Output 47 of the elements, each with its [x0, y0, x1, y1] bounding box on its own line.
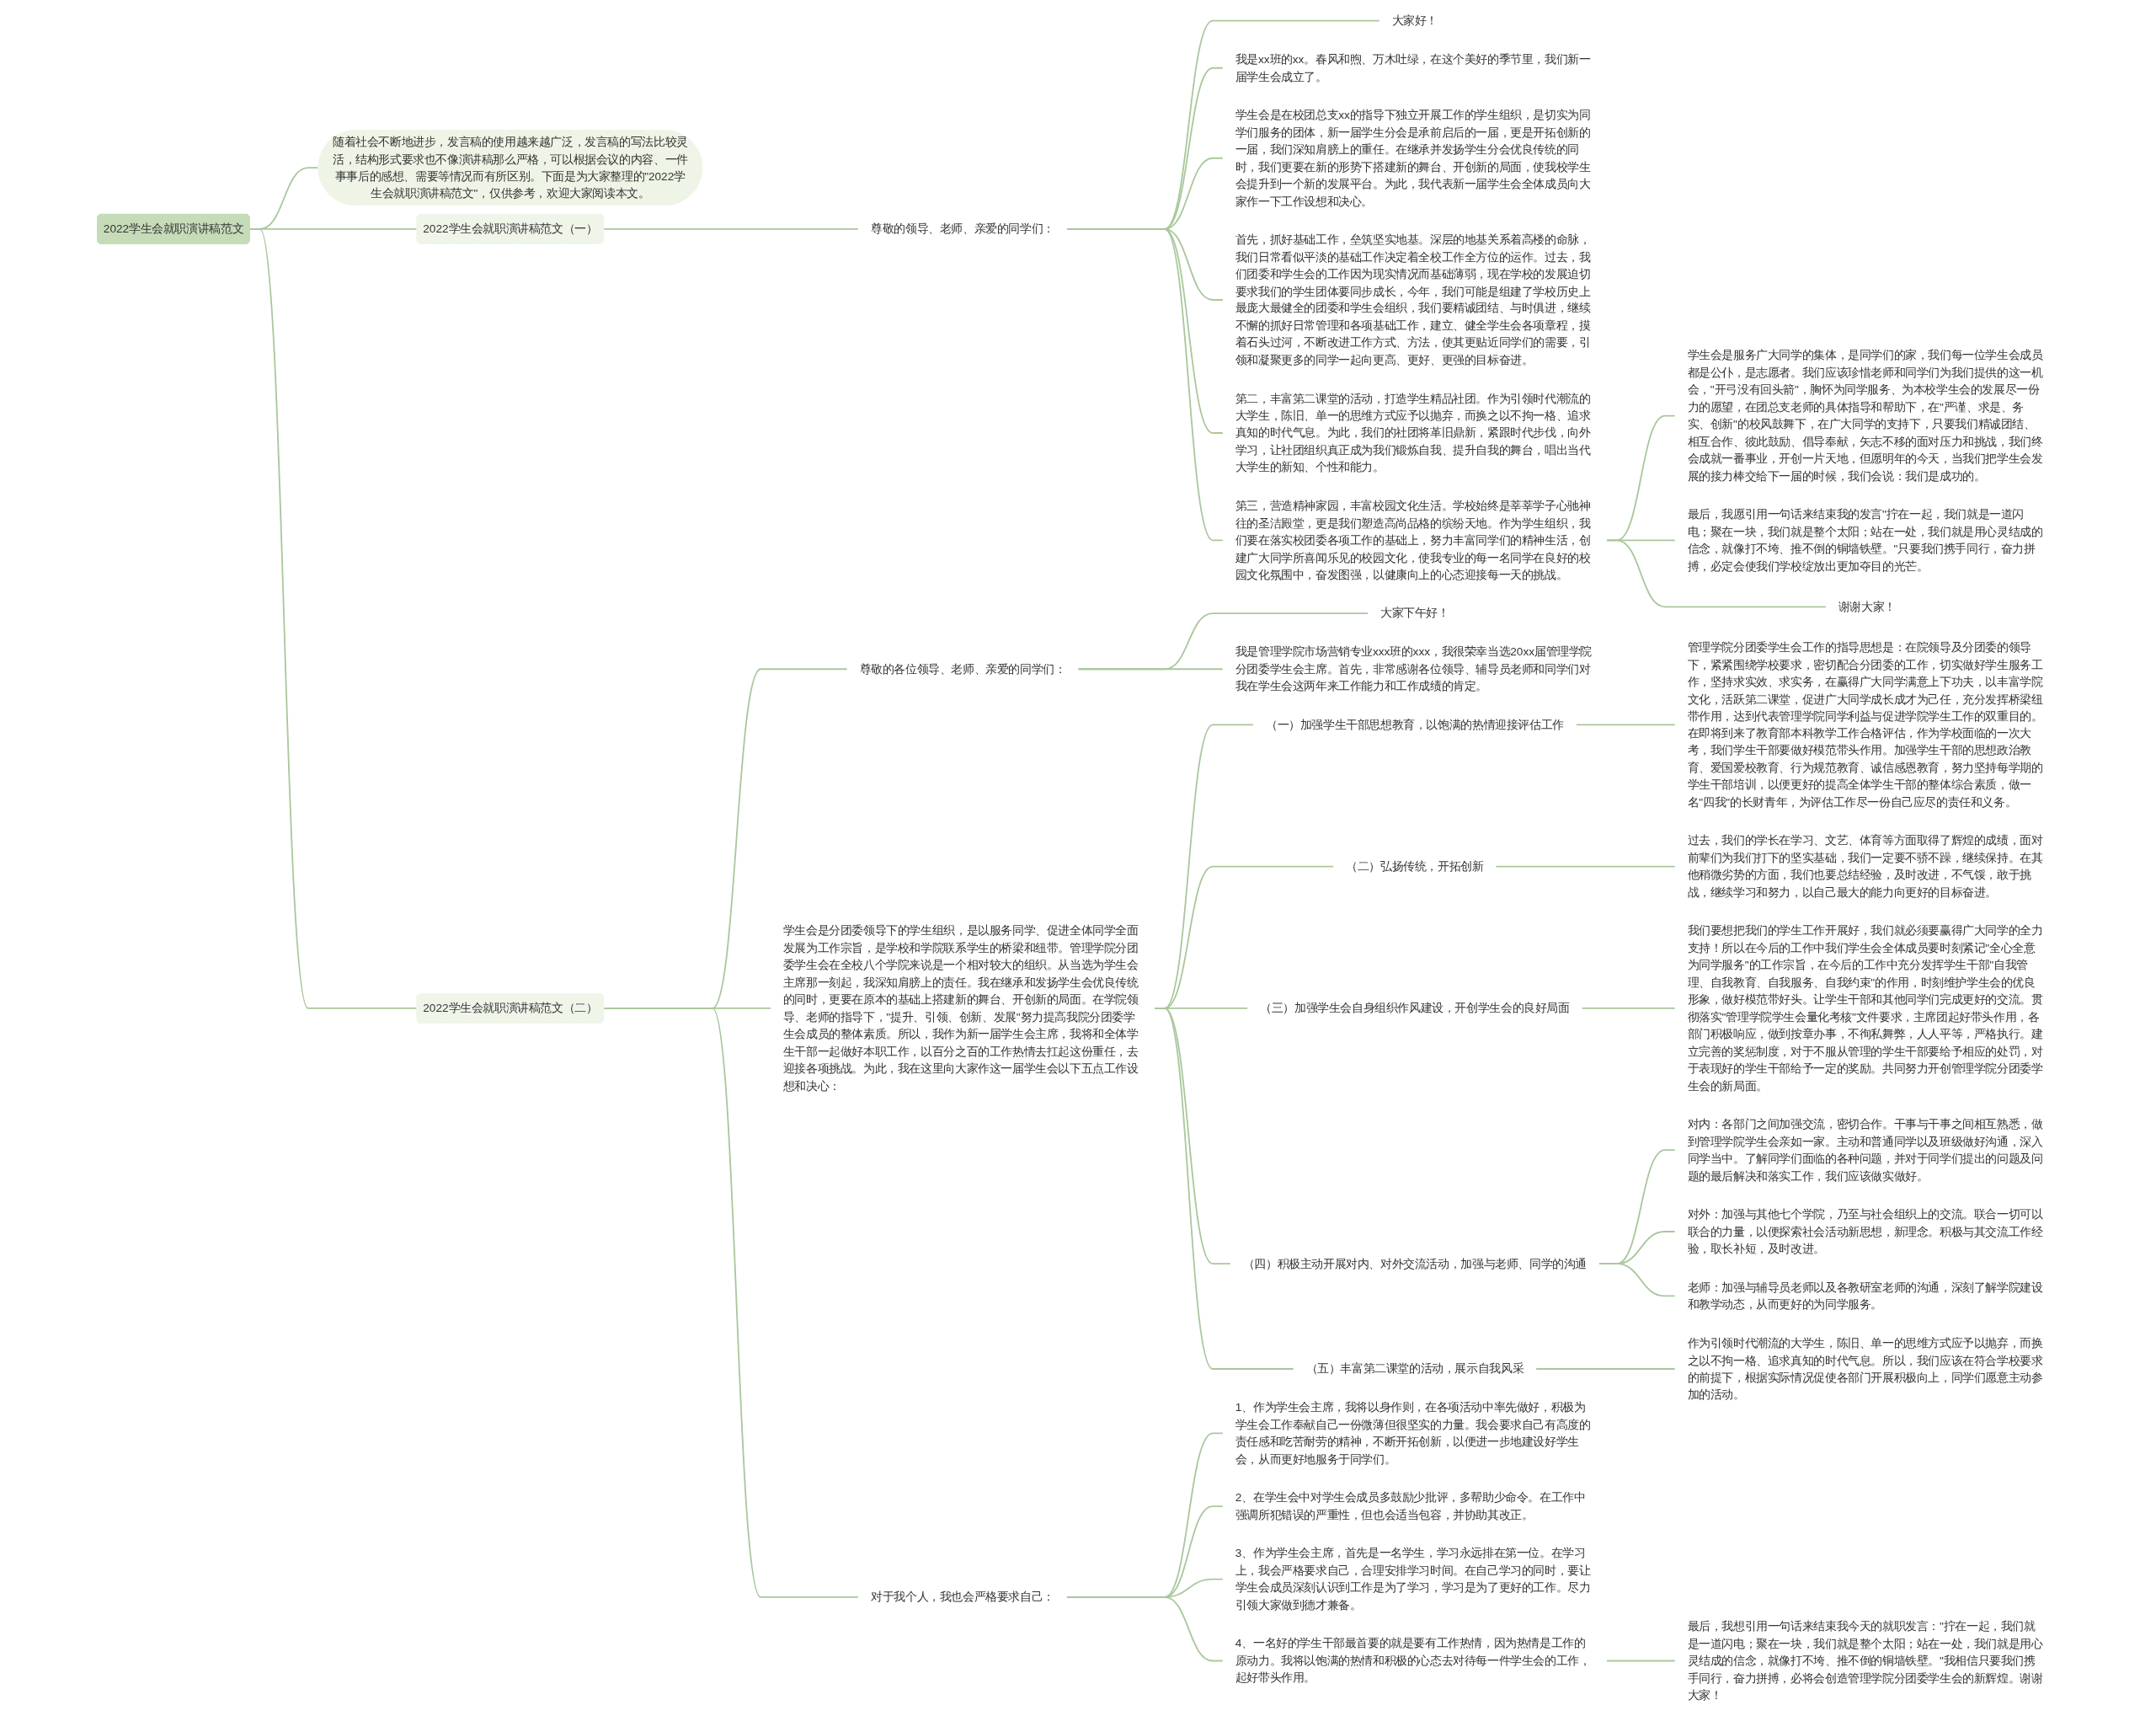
node-text: 4、一名好的学生干部最首要的就是要有工作热情，因为热情是工作的原动力。我将以饱满的热情和积极的心态去对待每一件学生会的工作，起好带头作用。 [1235, 1636, 1591, 1684]
node-text: 第三，营造精神家园，丰富校园文化生活。学校始终是莘莘学子心驰神往的圣洁殿堂，更是我们塑造高尚品格的缤纷天地。作为学生组织，我们要在落实校团委各项工作的基础上，努力丰富同学们的精神生活，创建广大同学所喜闻乐见的校园文化，使我专业的每一名同学在良好的校园文化氛围中，奋发图强，以健康向上的心态迎接每一天的挑战。 [1235, 499, 1591, 581]
node-text: 我们要想把我们的学生工作开展好，我们就必须要赢得广大同学的全力支持！所以在今后的工作中我们学生会全体成员要时刻紧记"全心全意为同学服务"的工作宗旨，在今后的工作中充分发挥学生干部"自我管理、自我教育、自我服务、自我约束"的作用，时刻维护学生会的优良形象，做好模范带好头。让学生干部和其他同学们完成更好的交流。贯彻落实"管理学院学生会量化考核"文件要求，主席团起好带头作用，各部门积极响应，做到按章办事，不徇私舞弊，人人平等，严格执行。建立完善的奖惩制度，对于不服从管理的学生干部要给予相应的处罚，对于表现好的学生干部给予一定的奖励。共同努力开创管理学院分团委学生会的新局面。 [1687, 923, 2043, 1092]
connector [1575, 724, 1677, 726]
connector [248, 227, 418, 1009]
node-text: 对外：加强与其他七个学院，乃至与社会组织上的交流。联合一切可以联合的力量，以便探索社会活动新思想，新理念。积极与其交流工作经验，取长补短，及时改进。 [1687, 1207, 2043, 1255]
node-text: 谢谢大家！ [1838, 599, 1896, 613]
node-text: 尊敬的领导、老师、亲爱的同学们： [871, 222, 1054, 235]
connector [1581, 1008, 1677, 1009]
node-text: 1、作为学生会主席，我将以身作则，在各项活动中率先做好，积极为学生会工作奉献自己一份微薄但很坚实的力量。我会要求自己有高度的责任感和吃苦耐劳的精神，不断开拓创新，以便进一步地建设好学生会，从而更好地服务于同学们。 [1235, 1400, 1591, 1466]
node-text: 过去，我们的学长在学习、文艺、体育等方面取得了辉煌的成绩，面对前辈们为我们打下的坚实基础，我们一定要不骄不躁，继续保持。在其他稍微劣势的方面，我们也要总结经验，及时改进，不气馁，敢于挑战，继续学习和努力，以自己最大的能力向更好的目标奋进。 [1687, 833, 2043, 899]
node-text: 3、作为学生会主席，首先是一名学生，学习永远排在第一位。在学习上，我会严格要求自己，合理安排学习时间。在自己学习的同时，要让学生会成员深刻认识到工作是为了学习，学习是为了更好的工作。尽力引领大家做到德才兼备。 [1235, 1546, 1591, 1612]
connector [1077, 612, 1369, 671]
connector [1495, 865, 1677, 868]
connector [1605, 1660, 1677, 1662]
node-text: 最后，我愿引用一句话来结束我的发言"拧在一起，我们就是一道闪电；聚在一块，我们就是整个太阳；站在一处，我们就是用心灵结成的信念，就像打不垮、推不倒的铜墙铁壁。"只要我们携手同行，奋力拼搏，必定会使我们学校绽放出更加夺目的光芒。 [1687, 507, 2043, 573]
node-text: 作为引领时代潮流的大学生，陈旧、单一的思维方式应予以抛弃，而换之以不拘一格、追求真知的时代气息。所以，我们应该在符合学校要求的前提下，根据实际情况促使各部门开展积极向上，同学们愿意主动参加的活动。 [1687, 1336, 2043, 1401]
node-text: 尊敬的各位领导、老师、亲爱的同学们： [859, 661, 1066, 676]
node-text: 学生会是在校团总支xx的指导下独立开展工作的学生组织，是切实为同学们服务的团体，新一届学生分会是承前启后的一届，更是开拓创新的一届，我们深知肩膀上的重任。在继承并发扬学生分会优良传统的同时，我们更要在新的形势下搭建新的舞台、开创新的局面，使我校学生会提升到一个新的发展平台。为此，我代表新一届学生会全体成员向大家作一下工作设想和决心。 [1235, 108, 1591, 207]
node-text: 大家下午好！ [1380, 606, 1449, 620]
node-text: 我是管理学院市场营销专业xxx班的xxx，我很荣幸当选20xx届管理学院分团委学生会主席。首先，非常感谢各位领导、辅导员老师和同学们对我在学生会这两年来工作能力和工作成绩的肯定。 [1235, 644, 1593, 692]
node-text: 对于我个人，我也会严格要求自己： [871, 1590, 1054, 1603]
connector [1153, 1008, 1295, 1370]
node-text: 大家好！ [1391, 13, 1438, 27]
node-text: 学生会是服务广大同学的集体，是同学们的家，我们每一位学生会成员都是公仆，是志愿者。我们应该珍惜老师和同学们为我们提供的这一机会，"开弓没有回头箭"，胸怀为同学服务、为本校学生会的发展尽一份力的愿望，在团总支老师的具体指导和帮助下，在"严谨、求是、务实、创新"的校风鼓舞下，在广大同学的支持下，只要我们精诚团结、相互合作、彼此鼓励、倡导奉献，矢志不移的面对压力和挑战，我们终会成就一番事业，开创一片天地，但愿明年的今天，当我们把学生会发展的接力棒交给下一届的时候，我们会说：我们是成功的。 [1687, 348, 2043, 483]
node-text: （五）丰富第二课堂的活动，展示自我风采 [1305, 1361, 1524, 1376]
node-text: （二）弘扬传统，开拓创新 [1346, 859, 1484, 873]
node-text: （三）加强学生会自身组织作风建设，开创学生会的良好局面 [1260, 1001, 1570, 1014]
connector [1598, 1263, 1677, 1297]
node-text: 最后，我想引用一句话来结束我今天的就职发言："拧在一起，我们就是一道闪电；聚在一块，我们就是整个太阳；站在一处，我们就是用心灵结成的信念，就像打不垮、推不倒的铜墙铁壁。"我相信只要我们携手同行，奋力拼搏，必将会创造管理学院分团委学生会的新辉煌。谢谢大家！ [1687, 1619, 2043, 1702]
connector [1534, 1368, 1677, 1370]
node-text: （四）积极主动开展对内、对外交流活动，加强与老师、同学的沟通 [1242, 1256, 1587, 1270]
node-text: 第二，丰富第二课堂的活动，打造学生精品社团。作为引领时代潮流的大学生，陈旧、单一的思维方式应予以抛弃，而换之以不拘一格、追求真知的时代气息。为此，我们的社团将革旧鼎新，紧跟时代步伐，向外学习，让社团组织真正成为我们锻炼自我、提升自我的舞台，唱出当代大学生的新知、个性和能力。 [1235, 391, 1591, 473]
node-text: 我是xx班的xx。春风和煦、万木吐绿，在这个美好的季节里，我们新一届学生会成立了。 [1235, 52, 1591, 83]
node-text: 2、在学生会中对学生会成员多鼓励少批评，多帮助少命令。在工作中强调所犯错误的严重性，但也会适当包容，并协助其改正。 [1235, 1490, 1586, 1521]
connector [1077, 668, 1225, 671]
connector [1605, 539, 1828, 608]
node-text: 老师：加强与辅导员老师以及各教研室老师的沟通，深刻了解学院建设和教学动态，从而更好的为同学服务。 [1687, 1280, 2043, 1311]
connector [1065, 1596, 1225, 1662]
node-text: 首先，抓好基础工作，垒筑坚实地基。深层的地基关系着高楼的命脉，我们日常看似平淡的基础工作决定着全校工作全方位的运作。过去，我们团委和学生会的工作因为现实情况而基础薄弱，现在学校的发展迫切要求我们的学生团体要同步成长，今年，我们可能是组建了学校历史上最庞大最健全的团委和学生会组织，我们要精诚团结、与时俱进，继续不懈的抓好日常管理和各项基础工作，建立、健全学生会各项章程，摸着石头过河，不断改进工作方式、方法，使其更贴近同学们的需要，引领和凝聚更多的同学一起向更高、更好、更强的目标奋进。 [1235, 233, 1591, 366]
node-text: 学生会是分团委领导下的学生组织，是以服务同学、促进全体同学全面发展为工作宗旨，是学校和学院联系学生的桥梁和纽带。管理学院分团委学生会在全校八个学院来说是一个相对较大的组织。从当选为学生会主席那一刻起，我深知肩膀上的责任。我在继承和发扬学生会优良传统的同时，更要在原本的基础上搭建新的舞台、开创新的局面。在学院领导、老师的指导下，"提升、引领、创新、发展"努力提高我院分团委学生会成员的整体素质。所以，我作为新一届学生会主席，我将和全体学生干部一起做好本职工作，以百分之百的工作热情去扛起这份重任，去迎接各项挑战。为此，我在这里向大家作这一届学生会以下五点工作设想和决心： [782, 923, 1139, 1092]
node-text: 对内：各部门之间加强交流，密切合作。干事与干事之间相互熟悉，做到管理学院学生会亲如一家。主动和普通同学以及班级做好沟通，深入同学当中。了解同学们面临的各种问题，并对于同学们提出的问题及问题的最后解决和落实工作，我们应该做实做好。 [1687, 1117, 2043, 1182]
node-text: （一）加强学生干部思想教育，以饱满的热情迎接评估工作 [1266, 718, 1564, 731]
node-text: 管理学院分团委学生会工作的指导思想是：在院领导及分团委的领导下，紧紧围绕学校要求，密切配合分团委的工作，切实做好学生服务工作，坚持求实效、求实务，在赢得广大同学满意上下功夫，以丰富学院文化，活跃第二课堂，促进广大同学成长成才为己任，充分发挥桥梁纽带作用，达到代表管理学院同学利益与促进学院学生工作的双重目的。在即将到来了教育部本科教学工作合格评估，作为学校面临的一次大考，我们学生干部要做好模范带头作用。加强学生干部的思想政治教育、爱国爱校教育、行为规范教育、诚信感恩教育，努力坚持每学期的学生干部培训，以便更好的提高全体学生干部的整体综合素质，做一名"四我"的长财青年，为评估工作尽一份自己应尽的责任和义务。 [1687, 640, 2043, 809]
connector [1065, 227, 1225, 542]
connector [602, 227, 860, 230]
connector [602, 1008, 860, 1598]
